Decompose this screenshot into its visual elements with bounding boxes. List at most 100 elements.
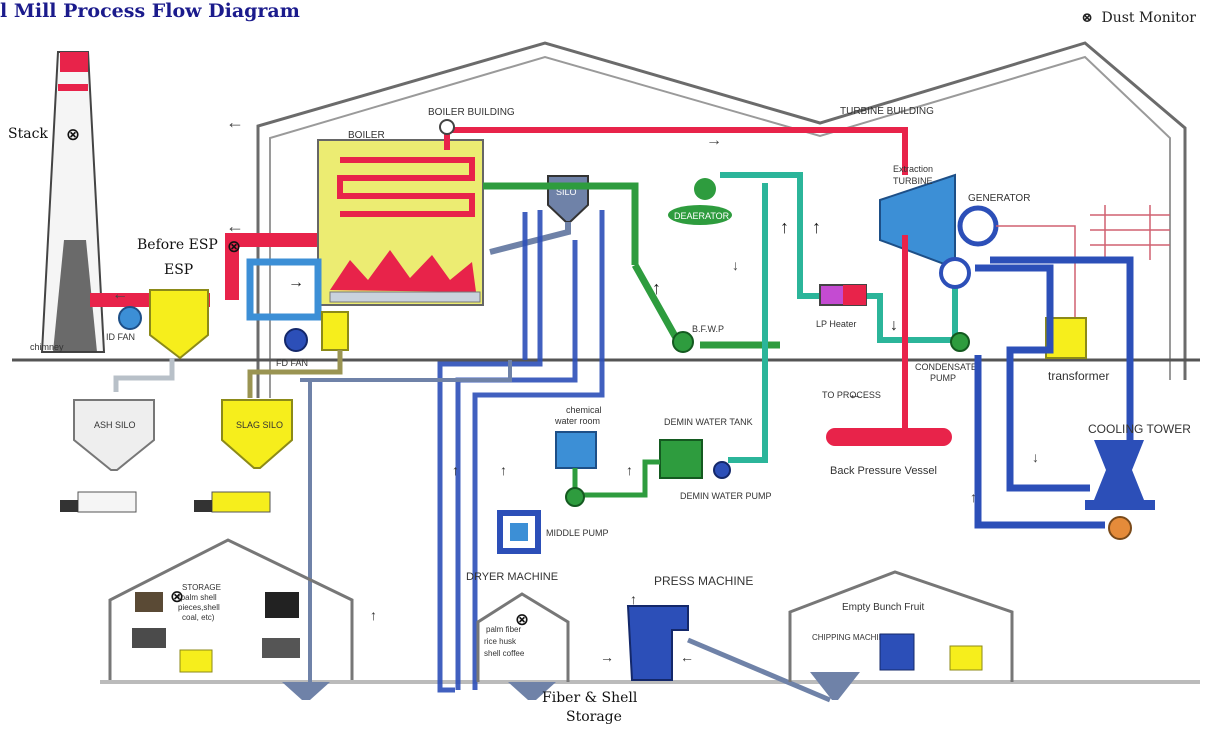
label-boiler-building: BOILER BUILDING [428, 107, 515, 118]
condensate-pump [950, 332, 970, 352]
label-silo: SILO [556, 187, 577, 197]
label-demin-tank: DEMIN WATER TANK [664, 417, 753, 427]
chipping-shelter [788, 570, 1014, 682]
label-storage-1: STORAGE [182, 583, 221, 592]
label-storage-4: coal, etc) [182, 613, 215, 622]
svg-text:↓: ↓ [732, 257, 739, 273]
fiber-hopper [810, 672, 860, 700]
press-to-chipping-line [687, 637, 831, 703]
bfwp-pump [672, 331, 694, 353]
label-boiler: BOILER [348, 130, 385, 141]
ash-line [113, 358, 175, 392]
svg-text:→: → [288, 274, 304, 291]
page-title: l Mill Process Flow Diagram [0, 0, 300, 22]
label-generator: GENERATOR [968, 193, 1030, 204]
fiber-storage-hopper [508, 682, 556, 700]
middle-pump [565, 487, 585, 507]
label-fiber-1: palm fiber [486, 625, 521, 634]
svg-text:↓: ↓ [1032, 449, 1039, 465]
annotation-fiber-storage-1: Fiber & Shell [542, 690, 638, 706]
label-slag-silo: SLAG SILO [236, 420, 283, 430]
svg-text:↑: ↑ [780, 217, 789, 237]
label-transformer: transformer [1048, 369, 1109, 383]
annotation-stack: Stack [8, 126, 48, 142]
chimney-band [58, 84, 88, 91]
boiler-flame [330, 250, 476, 292]
back-pressure-vessel [826, 428, 952, 446]
svg-text:↑: ↑ [370, 607, 377, 623]
dust-monitor-storage-icon: ⊗ [169, 587, 185, 607]
label-condensate-1: CONDENSATE [915, 362, 977, 372]
demin-water-pump [713, 461, 731, 479]
svg-text:↑: ↑ [452, 462, 459, 478]
label-storage-2: (palm shell [178, 593, 217, 602]
fuel-return-line [300, 360, 512, 690]
transmission-lines [996, 205, 1170, 320]
cooling-tower-fan [1108, 516, 1132, 540]
chipping-machine [879, 633, 915, 671]
chipping-loader [949, 645, 983, 671]
slag-line [247, 350, 343, 398]
label-condensate-2: PUMP [930, 373, 956, 383]
svg-text:→: → [600, 649, 614, 665]
svg-text:←: ← [680, 649, 694, 665]
fuel-conveyor [489, 222, 571, 255]
flow-arrow-flue: ← [226, 216, 244, 236]
svg-text:←: ← [848, 386, 862, 402]
cooling-tower-body [1094, 440, 1144, 500]
demin-pipe [572, 459, 660, 498]
ash-truck [77, 491, 137, 513]
annotation-esp: ESP [164, 262, 194, 278]
storage-shelter [108, 538, 354, 680]
dust-monitor-stack-icon: ⊗ [65, 125, 81, 145]
label-empty-bunch: Empty Bunch Fruit [842, 602, 924, 613]
svg-text:↑: ↑ [626, 462, 633, 478]
legend-label: Dust Monitor [1101, 10, 1196, 26]
label-fd-fan: FD FAN [276, 358, 308, 368]
label-lp-heater: LP Heater [816, 319, 856, 329]
chimney-lower [53, 240, 97, 352]
label-bfwp: B.F.W.P [692, 324, 724, 334]
annotation-fiber-storage-2: Storage [566, 709, 622, 725]
building-inner-outline [269, 55, 1171, 398]
esp-unit [149, 289, 209, 360]
generator-unit [957, 205, 999, 247]
svg-text:←: ← [112, 286, 128, 303]
slag-silo [221, 399, 293, 469]
svg-text:→: → [706, 132, 722, 149]
deaerator-dome [694, 178, 716, 200]
label-press: PRESS MACHINE [654, 574, 753, 588]
fuel-belt-line [437, 210, 605, 693]
label-middle-pump: MIDDLE PUMP [546, 528, 609, 538]
demin-water-tank [659, 439, 703, 479]
press-machine [626, 605, 689, 681]
label-cooling-tower: COOLING TOWER [1088, 422, 1191, 436]
boiler-steam-coil [337, 157, 475, 217]
fd-air-duct-frame [246, 258, 322, 321]
id-fan [118, 306, 142, 330]
label-id-fan: ID FAN [106, 332, 135, 342]
dust-monitor-fiber-storage-icon: ⊗ [514, 610, 530, 630]
label-turbine-building: TURBINE BUILDING [840, 106, 934, 117]
storage-hopper [282, 682, 330, 700]
label-storage-3: pieces,shell [178, 603, 220, 612]
label-chemical-2: water room [554, 416, 600, 426]
cooling-water-line [974, 256, 1134, 529]
label-chimney: chimney [30, 342, 64, 352]
chimney-top [60, 52, 88, 72]
extraction-turbine [879, 173, 956, 270]
chemical-water-tank [555, 431, 597, 469]
label-back-pressure: Back Pressure Vessel [830, 465, 937, 477]
legend: ⊗ Dust Monitor [1081, 10, 1196, 26]
label-dryer: DRYER MACHINE [466, 571, 558, 583]
svg-text:↑: ↑ [500, 462, 507, 478]
slag-truck [211, 491, 271, 513]
storage-loader [179, 649, 213, 673]
annotation-before-esp: Before ESP [137, 237, 218, 253]
label-demin-pump: DEMIN WATER PUMP [680, 491, 772, 501]
deaerator-tank [668, 205, 732, 225]
main-steam-line [444, 127, 908, 175]
svg-text:↑: ↑ [652, 278, 661, 298]
